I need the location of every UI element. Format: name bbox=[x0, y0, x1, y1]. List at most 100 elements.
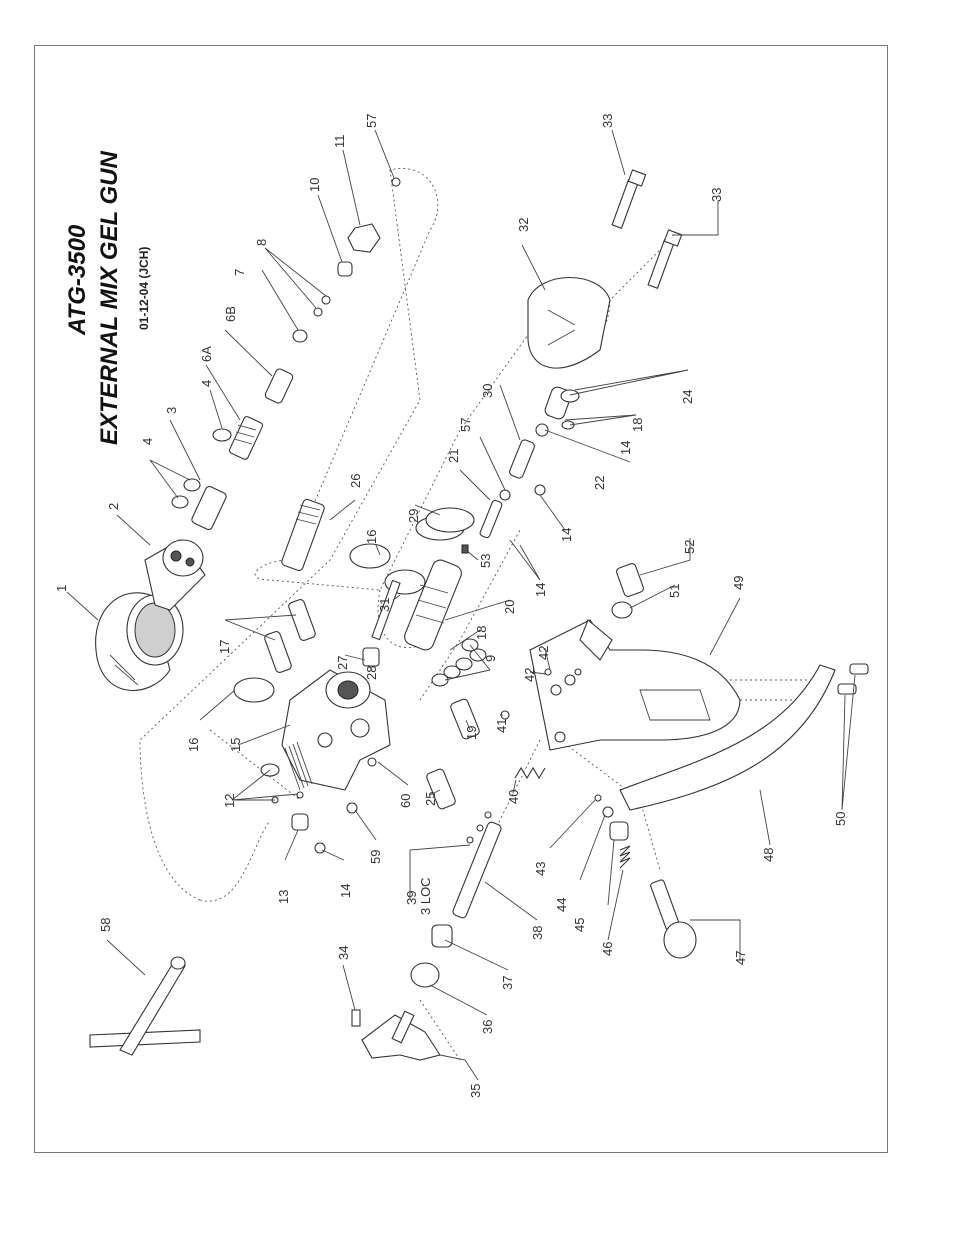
label-part-53: 53 bbox=[478, 554, 493, 568]
label-part-4: 4 bbox=[140, 438, 155, 445]
part-34-screw bbox=[352, 1010, 360, 1026]
part-57-washer-b bbox=[500, 490, 510, 500]
part-60-screw bbox=[368, 758, 376, 766]
label-part-3: 3 bbox=[164, 407, 179, 414]
part-39-ball-b bbox=[477, 825, 483, 831]
part-28-plug bbox=[363, 648, 379, 666]
model-title: ATG-3500 bbox=[64, 224, 91, 336]
part-8-ball-a bbox=[314, 308, 322, 316]
label-part-9: 9 bbox=[483, 655, 498, 662]
part-26-nipple bbox=[281, 498, 326, 571]
label-part-30: 30 bbox=[480, 384, 495, 398]
label-part-11: 11 bbox=[332, 135, 347, 149]
label-part-46: 46 bbox=[600, 942, 615, 956]
part-40-spring bbox=[515, 768, 545, 778]
label-part-7: 7 bbox=[232, 269, 247, 276]
part-37-nut bbox=[432, 925, 452, 947]
label-part-19: 19 bbox=[464, 726, 479, 740]
label-part-10: 10 bbox=[307, 178, 322, 192]
part-30-seat bbox=[508, 439, 535, 479]
part-35-trigger-block bbox=[362, 1011, 440, 1060]
label-part-33: 33 bbox=[709, 188, 724, 202]
part-36-cap bbox=[411, 963, 439, 987]
part-4-washer-b bbox=[184, 479, 200, 491]
label-part-37: 37 bbox=[500, 976, 515, 990]
assembly-paths bbox=[140, 168, 820, 1060]
label-part-8: 8 bbox=[254, 239, 269, 246]
part-4-washer-c bbox=[213, 429, 231, 441]
part-4-washer-a bbox=[172, 496, 188, 508]
part-45-nut bbox=[610, 822, 628, 840]
label-part-43: 43 bbox=[533, 862, 548, 876]
part-49-handle bbox=[530, 620, 740, 750]
label-part-13: 13 bbox=[276, 890, 291, 904]
label-part-17: 17 bbox=[217, 640, 232, 654]
part-17-fitting-b bbox=[288, 598, 317, 641]
label-part-14: 14 bbox=[559, 528, 574, 542]
label-part-20: 20 bbox=[502, 600, 517, 614]
part-21-needle bbox=[479, 500, 503, 539]
part-14-ring-c bbox=[315, 843, 325, 853]
label-part-14: 14 bbox=[338, 884, 353, 898]
label-part-44: 44 bbox=[554, 898, 569, 912]
label-part-28: 28 bbox=[364, 666, 379, 680]
part-13-cap bbox=[292, 814, 308, 830]
label-part-50: 50 bbox=[833, 812, 848, 826]
part-50-screw-b bbox=[850, 664, 868, 674]
label-part-6a: 6A bbox=[199, 346, 214, 362]
leader-lines bbox=[67, 130, 855, 1080]
title-block: ATG-3500 EXTERNAL MIX GEL GUN 01-12-04 (… bbox=[64, 151, 151, 445]
label-part-42: 42 bbox=[522, 668, 537, 682]
label-part-42: 42 bbox=[536, 646, 551, 660]
label-part-6b: 6B bbox=[223, 306, 238, 322]
part-10-spacer bbox=[338, 262, 352, 276]
part-53-pin bbox=[462, 545, 468, 553]
product-title: EXTERNAL MIX GEL GUN bbox=[96, 151, 123, 445]
label-part-39: 39 bbox=[404, 891, 419, 905]
label-part-35: 35 bbox=[468, 1084, 483, 1098]
label-part-16: 16 bbox=[186, 738, 201, 752]
label-part-27: 27 bbox=[335, 656, 350, 670]
label-part-34: 34 bbox=[336, 946, 351, 960]
drawing-date: 01-12-04 (JCH) bbox=[137, 247, 151, 330]
label-part-59: 59 bbox=[368, 850, 383, 864]
part-42-screw-b bbox=[575, 669, 581, 675]
label-part-18: 18 bbox=[630, 418, 645, 432]
label-part-41: 41 bbox=[494, 719, 509, 733]
label-part-3-loc: 3 LOC bbox=[418, 877, 433, 915]
label-part-26: 26 bbox=[348, 474, 363, 488]
label-part-31: 31 bbox=[377, 598, 392, 612]
part-shapes bbox=[90, 170, 868, 1060]
part-47-knob bbox=[650, 879, 696, 958]
label-part-45: 45 bbox=[572, 918, 587, 932]
part-12-screw-c bbox=[297, 792, 303, 798]
part-6a-insert bbox=[228, 416, 263, 461]
label-part-48: 48 bbox=[761, 848, 776, 862]
label-part-29: 29 bbox=[406, 509, 421, 523]
label-part-24: 24 bbox=[680, 390, 695, 404]
label-part-14: 14 bbox=[533, 583, 548, 597]
part-39-ball-c bbox=[485, 812, 491, 818]
part-51-plug bbox=[612, 602, 632, 618]
label-part-47: 47 bbox=[733, 951, 748, 965]
part-8-ball-b bbox=[322, 296, 330, 304]
part-43-ball bbox=[595, 795, 601, 801]
part-24-cap bbox=[543, 385, 579, 420]
part-11-hex-nut bbox=[348, 224, 380, 252]
part-59-washer bbox=[347, 803, 357, 813]
label-part-57: 57 bbox=[458, 418, 473, 432]
label-part-36: 36 bbox=[480, 1020, 495, 1034]
label-part-21: 21 bbox=[446, 449, 461, 463]
label-part-58: 58 bbox=[98, 918, 113, 932]
label-part-33: 33 bbox=[600, 114, 615, 128]
part-38-valve-shaft bbox=[452, 821, 502, 919]
part-14-ring-a bbox=[535, 485, 545, 495]
part-15-gun-body bbox=[282, 670, 390, 790]
part-2-nozzle-head bbox=[145, 540, 205, 610]
part-3-fitting bbox=[191, 485, 228, 531]
label-part-14: 14 bbox=[618, 441, 633, 455]
label-part-32: 32 bbox=[516, 218, 531, 232]
part-46-spring bbox=[620, 846, 630, 868]
part-16-oring-a bbox=[350, 544, 390, 568]
